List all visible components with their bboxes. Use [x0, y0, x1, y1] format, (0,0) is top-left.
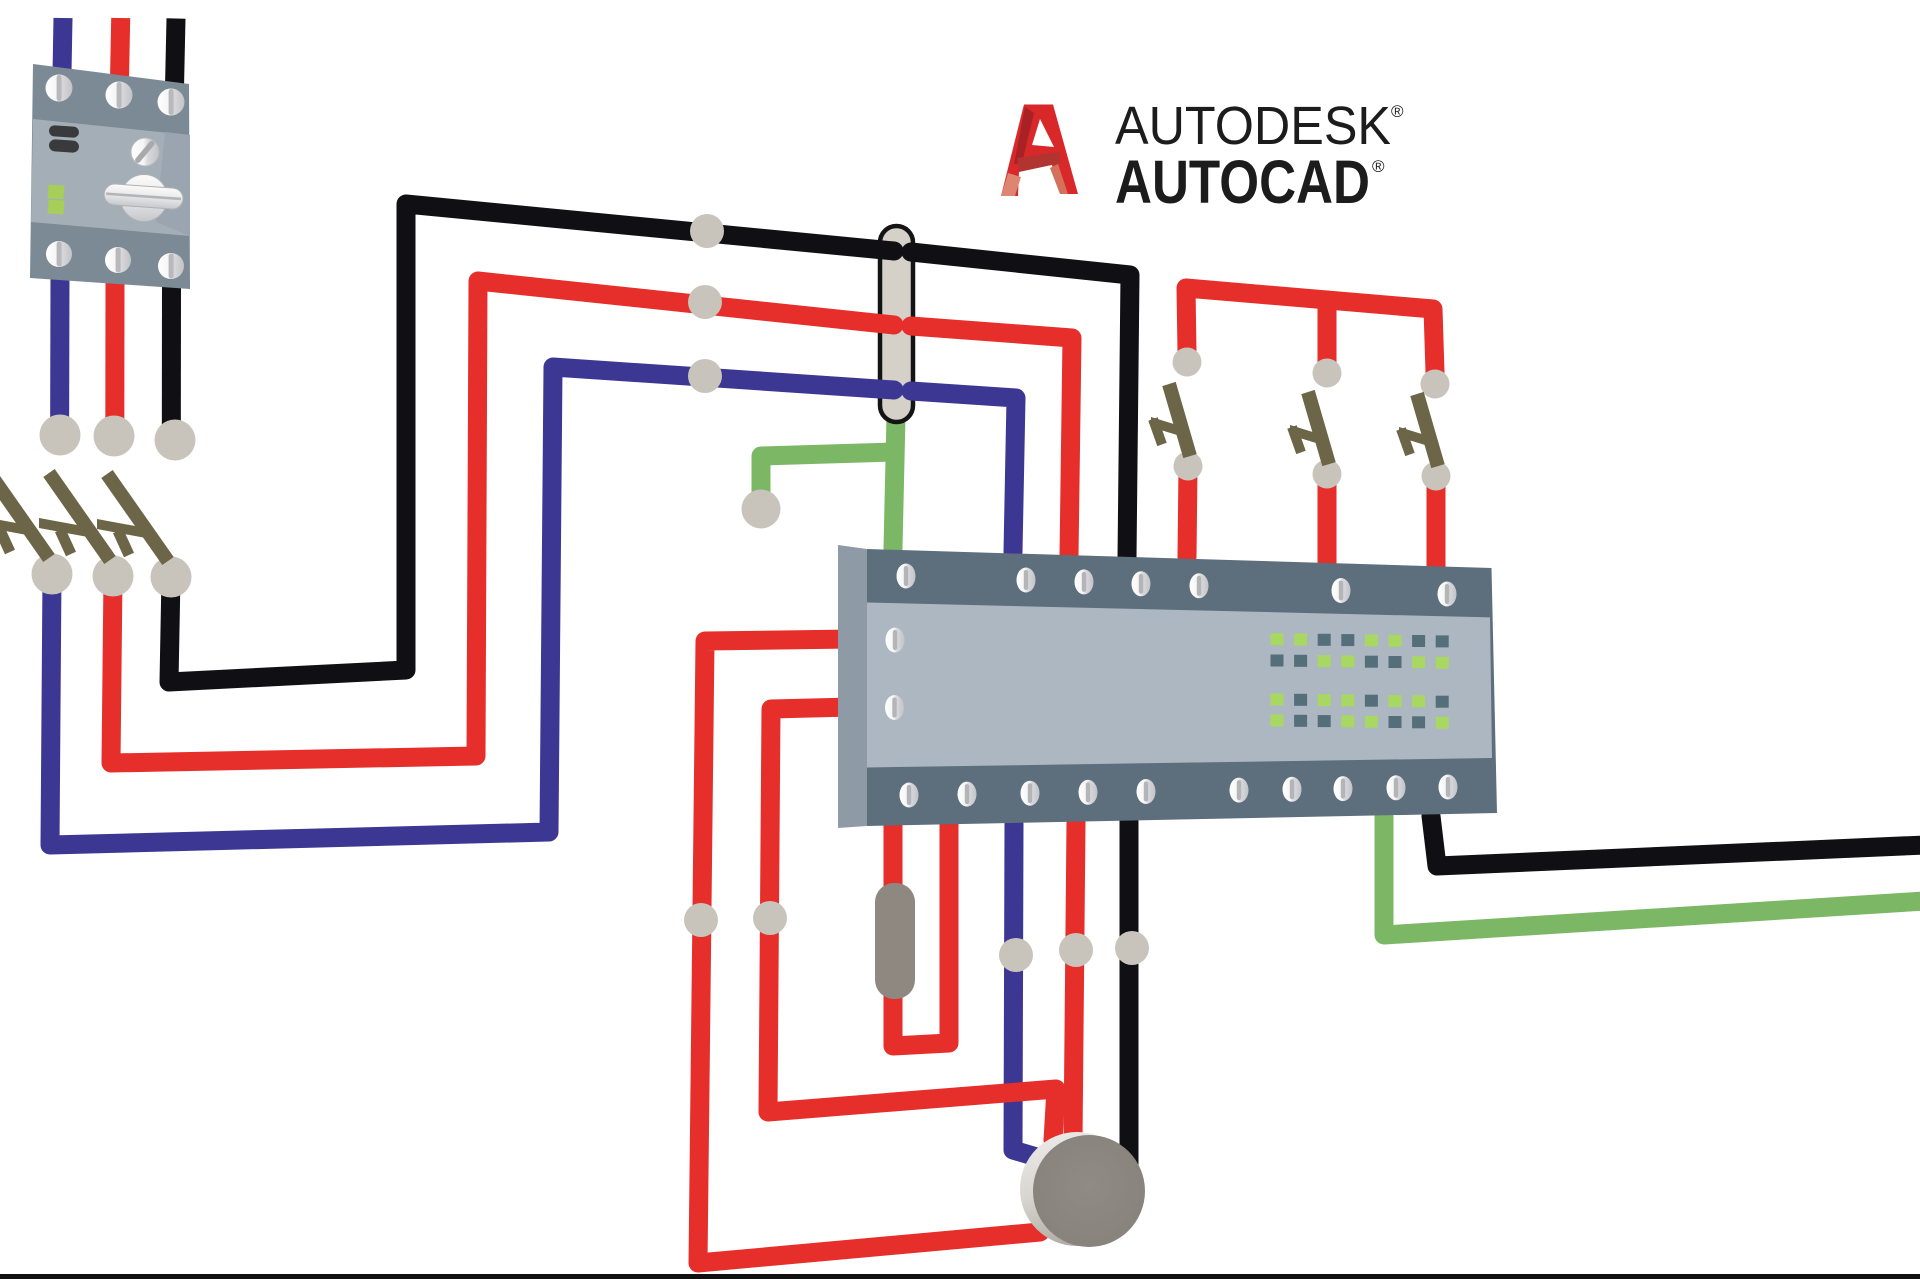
svg-text:AUTOCAD: AUTOCAD — [1115, 148, 1370, 216]
svg-text:®: ® — [1372, 157, 1385, 176]
svg-text:®: ® — [1391, 102, 1404, 121]
svg-text:AUTODESK: AUTODESK — [1115, 96, 1391, 156]
